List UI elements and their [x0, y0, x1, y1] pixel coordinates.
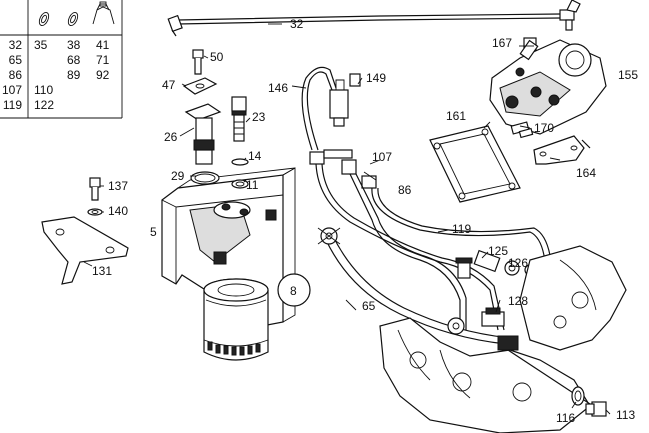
table-cell: 38: [67, 38, 81, 52]
fuel-line-32: [167, 0, 581, 37]
callout-23: 23: [252, 110, 266, 124]
callout-86: 86: [398, 183, 412, 197]
callout-137: 137: [108, 179, 128, 193]
engine-block: [379, 245, 627, 433]
parts-table: 32 35 38 41 65 68 71 86 89 92 107 110 119 122: [0, 0, 123, 119]
callout-26: 26: [164, 130, 178, 144]
callout-140: 140: [108, 204, 128, 218]
pump-155: [489, 37, 607, 135]
table-cell: 71: [96, 53, 110, 67]
hose-clamp-icon: [92, 1, 115, 25]
washer-ring-icon: [38, 11, 50, 27]
plate-47: [182, 77, 218, 95]
table-cell: 89: [67, 68, 81, 82]
fitting-167: [519, 39, 539, 61]
table-cell: 65: [9, 53, 23, 67]
bolt-113: [585, 401, 607, 417]
fitting-128: [455, 257, 473, 279]
callout-50: 50: [210, 50, 224, 64]
fuel-lines-65-86-119: [315, 163, 553, 345]
callout-116: 116: [556, 411, 575, 425]
callout-circle-8: [277, 273, 311, 307]
valve-26: [184, 103, 222, 165]
clip-170: [510, 121, 534, 139]
table-cell: 35: [34, 38, 48, 52]
table-cell: 122: [34, 98, 54, 112]
bolt-50: [192, 49, 204, 75]
bolt-137: [89, 177, 101, 201]
callout-149: 149: [366, 71, 386, 85]
callout-119: 119: [452, 222, 471, 236]
callout-14: 14: [248, 149, 262, 163]
callout-155: 155: [618, 68, 638, 82]
callout-labels: 32 50 47 26 29 23 14 11 5 8 137 140 131 …: [92, 17, 638, 425]
bracket-164: [533, 135, 591, 165]
callout-5: 5: [150, 225, 157, 239]
washer-140: [87, 208, 103, 216]
callout-167: 167: [492, 36, 512, 50]
table-cell: 68: [67, 53, 81, 67]
valve-23: [231, 96, 247, 142]
callout-164: 164: [576, 166, 596, 180]
oring-29: [190, 171, 220, 185]
callout-8: 8: [290, 284, 297, 298]
fuel-line-146: [301, 66, 337, 151]
callout-47: 47: [162, 78, 176, 92]
gasket-161: [429, 125, 521, 203]
callout-146: 146: [268, 81, 288, 95]
callout-32: 32: [290, 17, 304, 31]
table-cell: 119: [3, 98, 22, 112]
callout-128: 128: [508, 294, 528, 308]
washer-116: [571, 386, 585, 406]
callout-29: 29: [171, 169, 185, 183]
callout-125: 125: [488, 244, 508, 258]
callout-161: 161: [446, 109, 466, 123]
washer-ring-icon: [67, 11, 79, 27]
table-cell: 110: [34, 83, 53, 97]
bleed-valve-149: [329, 73, 361, 127]
callout-131: 131: [92, 264, 112, 278]
table-cell: 86: [9, 68, 23, 82]
table-cell: 92: [96, 68, 110, 82]
callout-126: 126: [508, 256, 528, 270]
callout-107: 107: [372, 150, 392, 164]
table-cell: 41: [96, 38, 110, 52]
callout-113: 113: [616, 408, 635, 422]
connector-107: [309, 149, 377, 189]
oil-filter-8: [203, 278, 269, 361]
table-cell: 107: [2, 83, 22, 97]
table-cell: 32: [9, 38, 23, 52]
callout-65: 65: [362, 299, 376, 313]
leader-lines: [83, 23, 611, 415]
callout-11: 11: [246, 178, 259, 192]
callout-170: 170: [534, 121, 554, 135]
bracket-131: [41, 216, 129, 285]
